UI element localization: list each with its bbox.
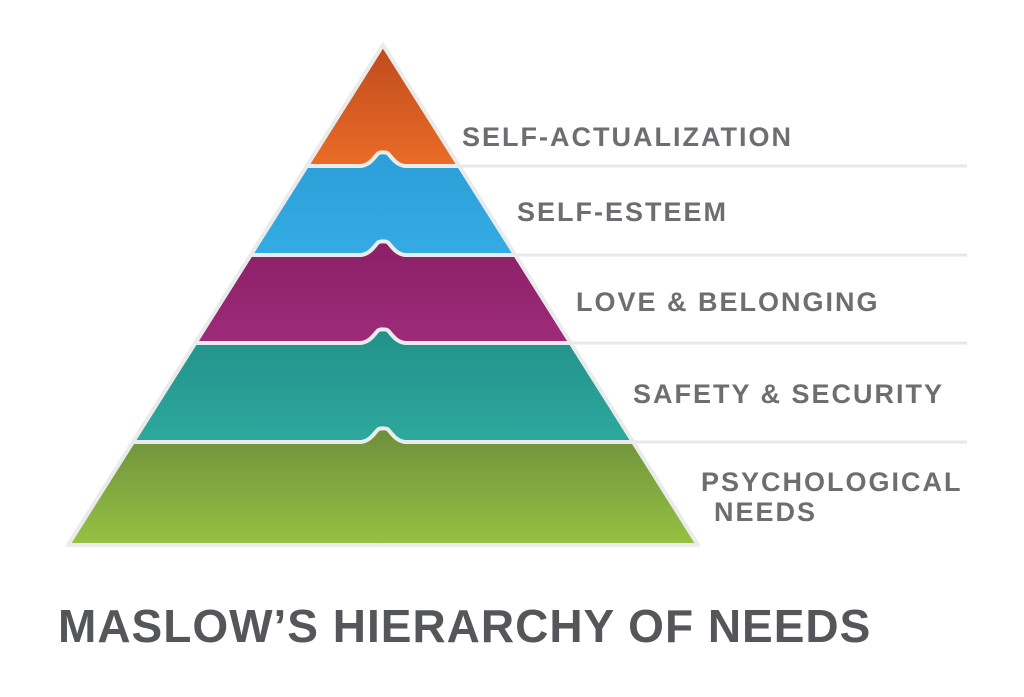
level-label-love-belonging: LOVE & BELONGING xyxy=(576,287,880,317)
pyramid-level-love-belonging xyxy=(193,239,573,345)
pyramid-level-psychological-needs xyxy=(66,426,700,547)
level-label-psychological-needs: PSYCHOLOGICAL NEEDS xyxy=(701,467,963,527)
level-label-psychological-line2: NEEDS xyxy=(714,497,818,527)
pyramid-level-safety-security xyxy=(130,327,636,444)
level-label-self-actualization: SELF-ACTUALIZATION xyxy=(462,122,793,152)
level-label-self-esteem: SELF-ESTEEM xyxy=(517,197,729,227)
diagram-title: MASLOW’S HIERARCHY OF NEEDS xyxy=(58,600,872,652)
pyramid-level-self-esteem xyxy=(248,150,518,257)
level-label-psychological-line1: PSYCHOLOGICAL xyxy=(701,467,963,497)
pyramid-level-self-actualization xyxy=(304,43,462,168)
level-label-safety-security: SAFETY & SECURITY xyxy=(633,379,945,409)
